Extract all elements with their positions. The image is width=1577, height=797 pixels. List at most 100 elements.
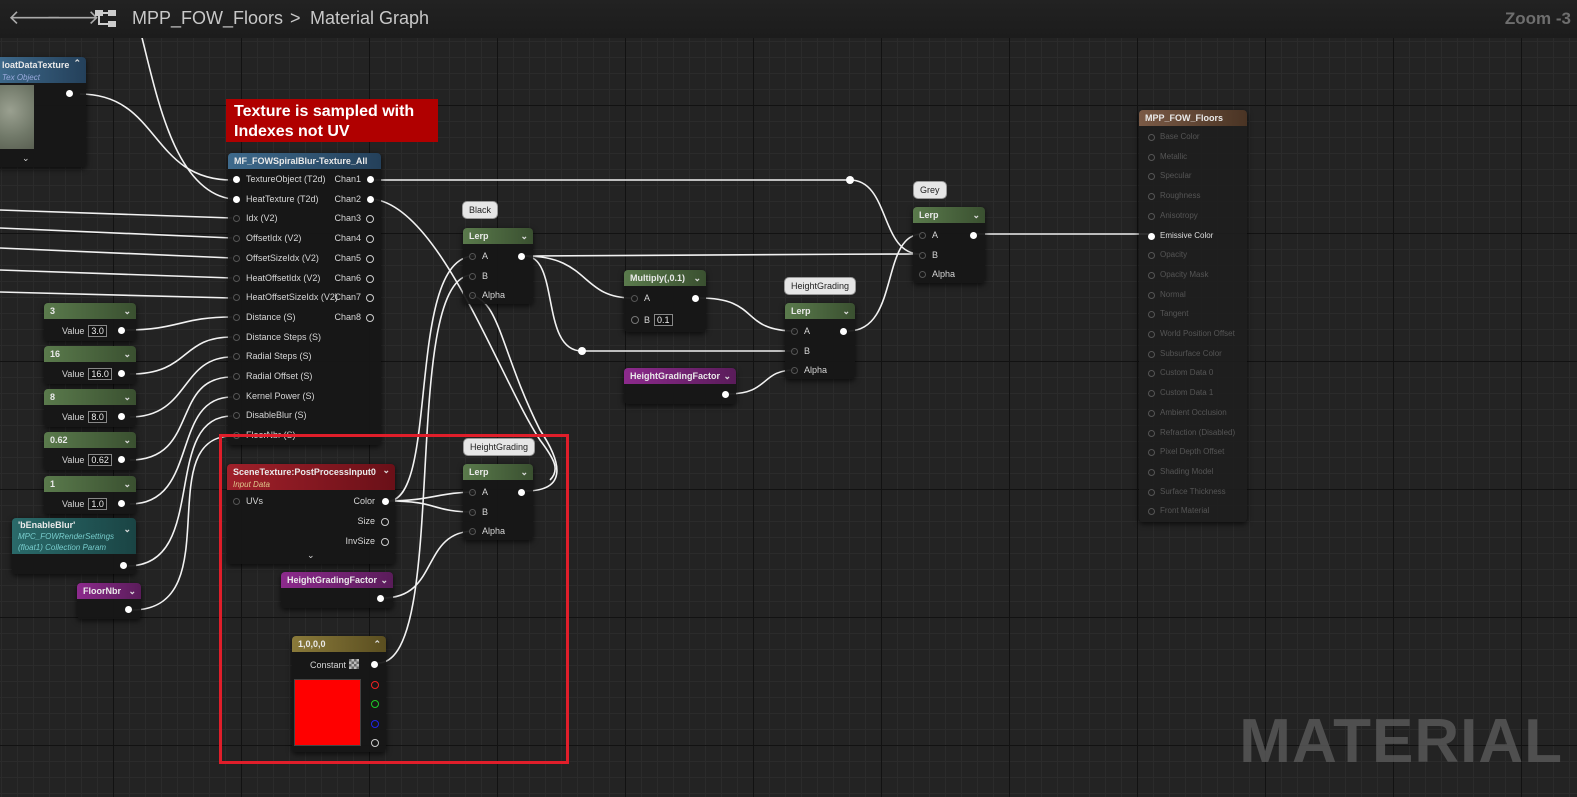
output-pin[interactable] (120, 562, 127, 569)
input-pin-uvs[interactable] (233, 498, 240, 505)
chevron-down-icon[interactable]: ⌄ (520, 467, 528, 477)
input-pin[interactable] (1148, 390, 1155, 398)
input-pin[interactable] (919, 251, 926, 259)
input-pin-b[interactable] (631, 316, 639, 324)
input-pin[interactable] (919, 232, 926, 239)
output-pin-g[interactable] (371, 700, 379, 708)
input-pin[interactable] (1148, 173, 1155, 181)
output-pin[interactable] (118, 500, 125, 507)
output-pin[interactable] (366, 313, 374, 322)
input-pin[interactable] (469, 489, 476, 496)
breadcrumb-graph[interactable]: Material Graph (310, 8, 430, 28)
output-pin[interactable] (366, 274, 374, 283)
input-pin[interactable] (1148, 271, 1155, 279)
chevron-down-icon[interactable]: ⌄ (123, 349, 131, 359)
input-pin[interactable] (233, 274, 240, 282)
input-pin[interactable] (233, 294, 240, 302)
output-pin[interactable] (840, 328, 847, 335)
input-pin[interactable] (469, 528, 476, 535)
input-pin[interactable] (233, 373, 240, 380)
output-pin[interactable] (366, 215, 374, 224)
b-value-field[interactable]: 0.1 (654, 314, 673, 326)
input-pin[interactable] (233, 176, 240, 183)
input-pin[interactable] (1148, 429, 1155, 437)
chevron-down-icon[interactable]: ⌄ (22, 153, 30, 163)
chevron-down-icon[interactable]: ⌄ (842, 306, 850, 316)
chevron-down-icon[interactable]: ⌄ (307, 550, 315, 560)
chevron-down-icon[interactable]: ⌄ (520, 231, 528, 241)
output-pin[interactable] (692, 295, 699, 302)
input-pin[interactable] (233, 254, 240, 262)
output-pin[interactable] (66, 90, 73, 97)
comment-bubble-grey[interactable]: Grey (913, 181, 947, 199)
input-pin[interactable] (1148, 134, 1155, 141)
breadcrumb-asset[interactable]: MPP_FOW_Floors (132, 8, 284, 28)
comment-bubble-heightgrading[interactable]: HeightGrading (463, 438, 536, 456)
output-pin[interactable] (970, 232, 977, 239)
value-field[interactable]: 3.0 (88, 325, 107, 337)
chevron-down-icon[interactable]: ⌄ (382, 465, 390, 475)
chevron-down-icon[interactable]: ⌄ (693, 273, 701, 283)
value-field[interactable]: 8.0 (88, 411, 107, 423)
input-pin[interactable] (233, 333, 240, 341)
input-pin[interactable] (233, 412, 240, 420)
output-pin-invsize[interactable] (381, 538, 389, 546)
floor-nbr-param-node[interactable]: FloorNbr⌄ (77, 583, 141, 619)
output-pin[interactable] (118, 456, 125, 463)
input-pin[interactable] (233, 215, 240, 223)
chevron-down-icon[interactable]: ⌄ (123, 306, 131, 316)
input-pin[interactable] (233, 195, 240, 203)
input-pin[interactable] (1148, 193, 1155, 201)
value-field[interactable]: 1.0 (88, 498, 107, 510)
input-pin[interactable] (791, 367, 798, 374)
output-pin[interactable] (367, 195, 374, 203)
input-pin[interactable] (233, 235, 240, 243)
comment-box[interactable]: Texture is sampled with Indexes not UV (226, 99, 438, 142)
input-pin[interactable] (791, 328, 798, 335)
chevron-up-icon[interactable]: ⌃ (373, 639, 381, 649)
output-pin[interactable] (118, 370, 125, 377)
comment-bubble-heightgrading-2[interactable]: HeightGrading (784, 277, 857, 295)
spiral-blur-function-node[interactable]: MF_FOWSpiralBlur-Texture_All TextureObje… (228, 153, 381, 445)
output-pin[interactable] (722, 391, 729, 398)
back-arrow-icon[interactable]: 🡐 (8, 7, 62, 29)
input-pin[interactable] (1148, 291, 1155, 299)
height-grading-factor-node[interactable]: HeightGradingFactor⌄ (624, 368, 736, 404)
input-pin[interactable] (1148, 468, 1155, 476)
input-pin[interactable] (233, 313, 240, 321)
input-pin[interactable] (1148, 370, 1155, 378)
input-pin[interactable] (1148, 350, 1155, 358)
input-pin[interactable] (1148, 449, 1155, 457)
input-pin[interactable] (1148, 252, 1155, 260)
input-pin-a[interactable] (631, 295, 638, 302)
chevron-down-icon[interactable]: ⌄ (972, 210, 980, 220)
output-pin-color[interactable] (382, 498, 389, 505)
enable-blur-param-node[interactable]: 'bEnableBlur' MPC_FOWRenderSettings (flo… (12, 518, 136, 574)
output-pin-r[interactable] (371, 681, 379, 689)
input-pin[interactable] (1148, 311, 1155, 319)
comment-bubble-black[interactable]: Black (462, 201, 499, 219)
input-pin[interactable] (233, 353, 240, 361)
input-pin[interactable] (469, 253, 476, 260)
input-pin[interactable] (469, 508, 476, 516)
output-pin[interactable] (518, 253, 525, 260)
output-pin-b[interactable] (371, 720, 379, 728)
value-field[interactable]: 16.0 (88, 368, 112, 380)
chevron-down-icon[interactable]: ⌄ (723, 371, 731, 381)
output-pin-a[interactable] (371, 739, 379, 747)
output-pin[interactable] (377, 595, 384, 602)
value-field[interactable]: 0.62 (88, 454, 112, 466)
output-pin[interactable] (118, 413, 125, 420)
input-pin[interactable] (469, 272, 476, 280)
